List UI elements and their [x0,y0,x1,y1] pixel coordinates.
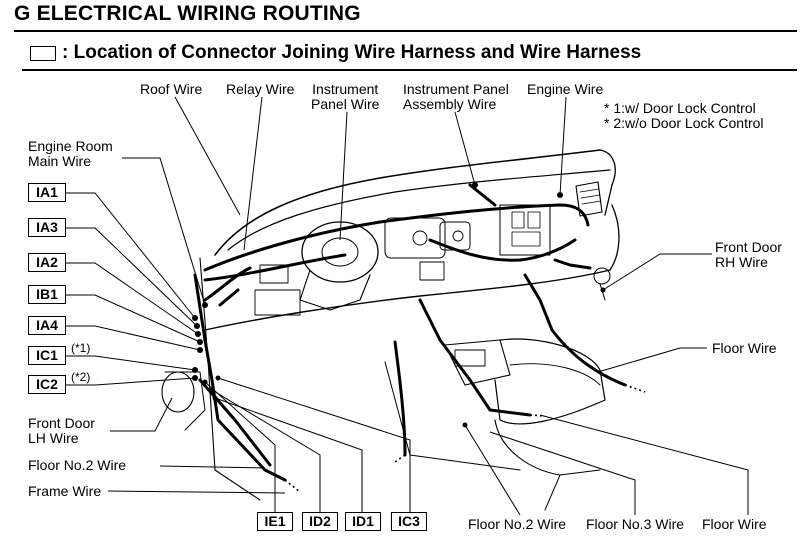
label-instrument-panel-wire: Instrument Panel Wire [311,81,380,112]
note-door-lock-2: * 2:w/o Door Lock Control [604,115,764,131]
connector-joints [192,182,606,428]
title-rule [14,30,797,32]
wire-ends [284,384,646,493]
label-roof-wire: Roof Wire [140,81,203,97]
subtitle-rule [22,69,797,71]
connector-ia2: IA2 [28,253,66,272]
connector-ic3: IC3 [391,512,427,531]
label-floor-wire-bottom: Floor Wire [702,516,767,532]
label-floor-no2-wire-left: Floor No.2 Wire [28,457,127,473]
connector-ib1: IB1 [28,285,66,304]
right-air-vent [575,181,603,217]
connector-ic1-note: (*1) [71,341,91,355]
section-subtitle: : Location of Connector Joining Wire Har… [30,42,641,64]
steering-wheel-outline [301,221,379,283]
leader-lines [64,96,749,516]
label-floor-wire-right: Floor Wire [712,340,777,356]
connector-ia3: IA3 [28,218,66,237]
wire-harness-runs [193,183,627,482]
page-title: G ELECTRICAL WIRING ROUTING [14,2,361,25]
center-console-shifter [444,339,511,386]
connector-ia4: IA4 [28,316,66,335]
dash-top-outline [214,149,601,256]
subtitle-text: : Location of Connector Joining Wire Har… [62,42,642,63]
label-frame-wire: Frame Wire [28,483,102,499]
label-front-door-rh-wire: Front Door RH Wire [715,239,782,270]
connector-ic2-note: (*2) [71,370,91,384]
connector-ia1: IA1 [28,183,66,202]
connector-ie1: IE1 [257,512,293,531]
label-front-door-lh-wire: Front Door LH Wire [28,415,95,446]
connector-id2: ID2 [302,512,338,531]
label-instrument-panel-assembly-wire: Instrument Panel Assembly Wire [403,81,509,112]
connector-id1: ID1 [345,512,381,531]
center-armrest [494,338,606,425]
label-engine-wire: Engine Wire [527,81,604,97]
connector-legend-box-icon [30,45,56,61]
label-floor-no3-wire: Floor No.3 Wire [586,516,685,532]
label-engine-room-main-wire: Engine Room Main Wire [28,138,113,169]
label-floor-no2-wire-bottom: Floor No.2 Wire [468,516,567,532]
label-relay-wire: Relay Wire [226,81,295,97]
connector-ic1: IC1 [28,346,66,365]
connector-ic2: IC2 [28,375,66,394]
note-door-lock-1: * 1:w/ Door Lock Control [604,100,756,116]
